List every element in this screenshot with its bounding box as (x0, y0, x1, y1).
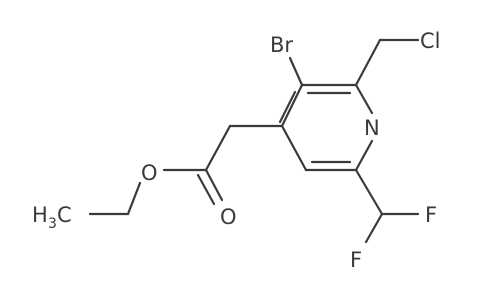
methyl-subscript: 3 (48, 216, 57, 232)
bond-c-o-double-a (204, 168, 224, 202)
bond-n-c2 (354, 83, 374, 115)
fluorine-2-label: F (350, 248, 362, 272)
bonds (88, 38, 420, 244)
bond-oester-ch2 (126, 181, 142, 216)
fluorine-1-label: F (425, 203, 437, 227)
atom-labels: Br Cl N O O F F H 3 C (32, 29, 441, 272)
methyl-label: H 3 C (32, 203, 72, 232)
bond-c4-c5 (280, 124, 308, 172)
methyl-c: C (57, 203, 72, 227)
bond-chf2-f2 (364, 212, 384, 244)
bond-c-o-double-b (196, 173, 216, 206)
bond-c6-chf2 (354, 168, 384, 216)
bond-c2-ch2 (354, 38, 382, 87)
ester-oxygen-label: O (141, 161, 158, 185)
methyl-h: H (32, 203, 48, 227)
bond-c3-c4 (280, 83, 304, 128)
bond-c3-c4-inner (278, 90, 297, 124)
nitrogen-label: N (364, 116, 380, 140)
chlorine-label: Cl (420, 29, 441, 53)
bond-c6-n (354, 139, 374, 172)
carbonyl-oxygen-label: O (220, 205, 237, 229)
bond-c3-br (288, 56, 304, 87)
bromine-label: Br (270, 33, 293, 57)
bond-ch2-cester (204, 124, 232, 172)
